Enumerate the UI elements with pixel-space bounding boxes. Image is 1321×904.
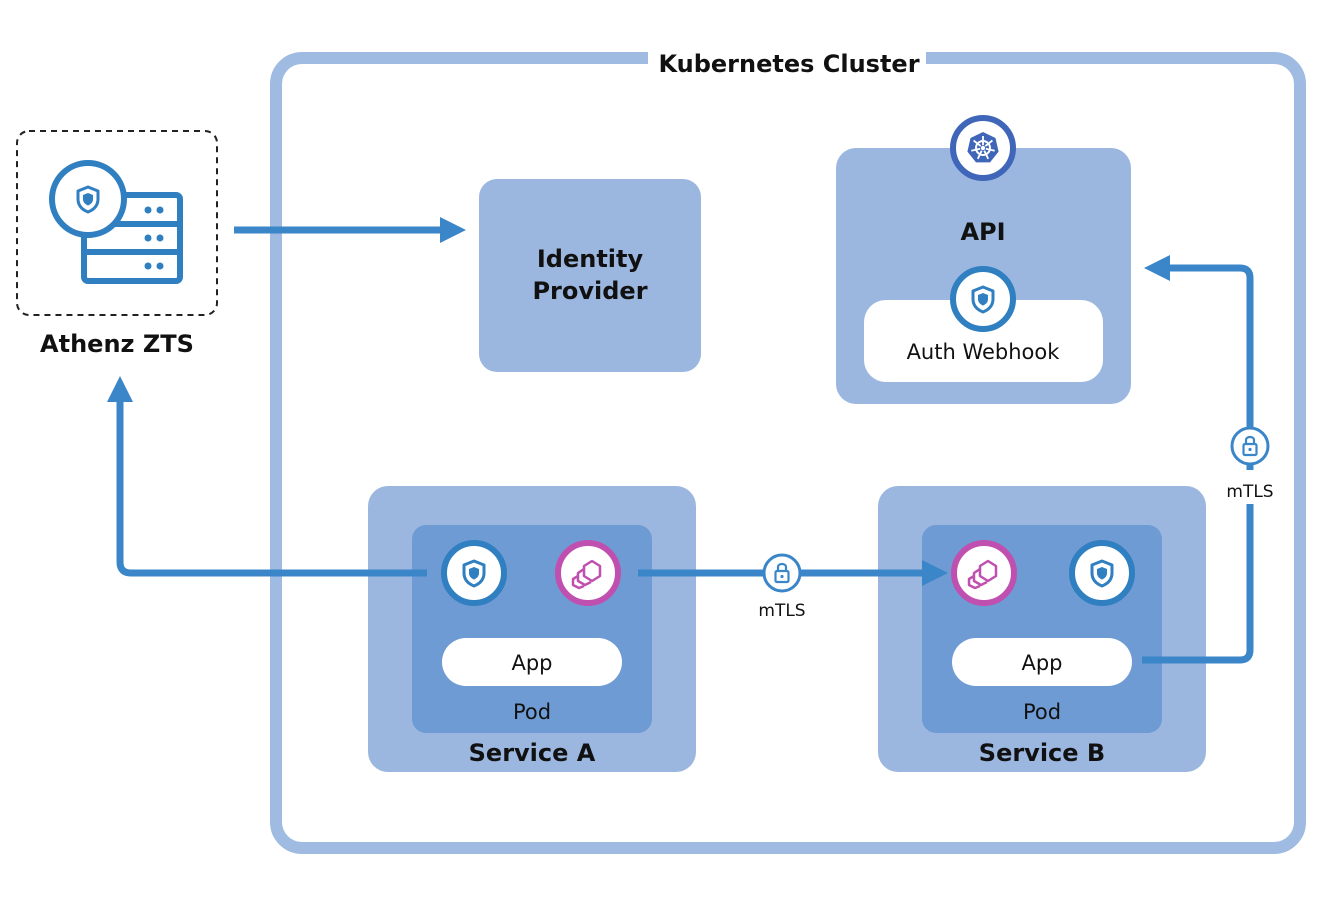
mtls-label-right: mTLS [1226, 482, 1273, 502]
arrow-service-a-to-service-b: mTLS [638, 553, 948, 621]
service-a-pod-label: Pod [513, 700, 551, 724]
service-b-label: Service B [979, 739, 1105, 767]
athenz-zts: Athenz ZTS [16, 130, 218, 358]
service-b-pod-label: Pod [1023, 700, 1061, 724]
auth-webhook-shield-icon [953, 269, 1013, 329]
mtls-lock-icon-right [1230, 426, 1270, 466]
arrow-service-a-to-athenz [107, 376, 427, 577]
service-b-athenz-icon [1072, 543, 1132, 603]
kubernetes-cluster: Kubernetes Cluster [270, 40, 1306, 854]
service-a-athenz-icon [444, 543, 504, 603]
api-server: API Auth Webhook [836, 115, 1131, 404]
service-b-app-label: App [1021, 651, 1062, 675]
service-b-envoy-icon [954, 543, 1014, 603]
athenz-shield-icon [49, 160, 127, 238]
service-a-label: Service A [469, 739, 596, 767]
service-a: App Pod Service A [368, 486, 696, 772]
kubernetes-icon [950, 115, 1016, 181]
auth-webhook-label: Auth Webhook [907, 340, 1061, 364]
arrow-service-b-to-api: mTLS [1142, 255, 1278, 664]
cluster-title: Kubernetes Cluster [658, 50, 919, 78]
auth-webhook-box [864, 300, 1103, 382]
api-label: API [960, 218, 1005, 246]
service-a-app-label: App [511, 651, 552, 675]
athenz-zts-label: Athenz ZTS [40, 330, 194, 358]
identity-provider: Identity Provider [479, 179, 701, 372]
arrow-athenz-to-identity-provider [234, 217, 466, 243]
service-a-envoy-icon [558, 543, 618, 603]
server-icon [81, 192, 183, 284]
mtls-label-middle: mTLS [758, 601, 805, 621]
service-b-app [952, 638, 1132, 686]
identity-provider-label-line2: Provider [532, 277, 647, 305]
service-a-app [442, 638, 622, 686]
service-b: App Pod Service B [878, 486, 1206, 772]
mtls-lock-icon-middle [762, 553, 802, 593]
identity-provider-label-line1: Identity [537, 245, 644, 273]
